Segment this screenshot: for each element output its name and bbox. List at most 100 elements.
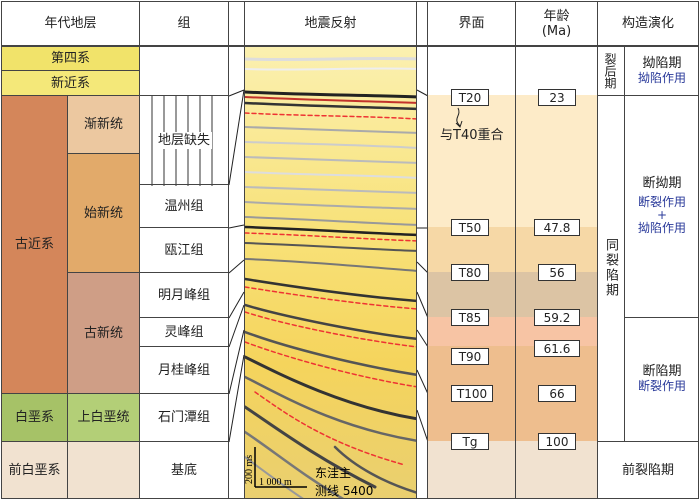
stage-syn-rift-label: 同裂陷期 [603,238,618,298]
horizon-tg-label: Tg [462,434,478,449]
age-t90-label: 61.6 [543,341,571,356]
header-group: 组 [139,1,229,46]
note-t40: 与T40重合 [440,128,504,143]
formation-wenzhou: 温州组 [139,184,229,228]
system-neogene: 新近系 [1,70,140,96]
header-age: 年龄 (Ma) [515,1,598,46]
system-quaternary: 第四系 [1,46,140,71]
stage-syn-rift: 同裂陷期 [597,95,625,442]
horizon-t90-label: T90 [458,349,482,364]
interface-band-basement [427,441,598,499]
formation-basement-label: 基底 [170,462,197,478]
header-seismic: 地震反射 [244,1,417,46]
system-pre-cretaceous-label: 前白垩系 [8,462,61,478]
series-oligocene-label: 渐新统 [83,117,123,132]
stage-sag-action-2: 拗陷作用 [637,221,686,235]
formation-wenzhou-label: 温州组 [164,198,204,214]
age-t50-label: 47.8 [543,220,571,235]
header-strat: 年代地层 [1,1,140,46]
formation-neogene-blank [139,46,229,96]
horizon-t20: T20 [451,89,489,106]
stage-fault-depression: 断陷期 断裂作用 [625,317,699,442]
connector-column-left [228,46,245,499]
age-t20-label: 23 [549,90,565,105]
series-paleocene: 古新统 [67,272,140,394]
system-paleogene: 古近系 [1,95,68,394]
horizon-t20-label: T20 [458,90,482,105]
formation-oujiang: 瓯江组 [139,227,229,273]
stage-plus: + [656,208,668,222]
age-tg: 100 [538,433,576,450]
stage-post-rift-label: 裂后期 [603,52,617,89]
formation-lingfeng-label: 灵峰组 [164,324,204,340]
header-gap [228,1,245,46]
series-upper-cretaceous-label: 上白垩统 [77,410,130,425]
system-neogene-label: 新近系 [50,75,90,91]
age-divider [515,46,516,499]
formation-missing-label: 地层缺失 [155,131,212,149]
series-oligocene: 渐新统 [67,95,140,154]
header-age-label: 年龄 (Ma) [541,8,572,39]
formation-yueguifeng: 月桂峰组 [139,346,229,394]
horizon-t80: T80 [451,264,489,281]
horizon-t90: T90 [451,348,489,365]
series-eocene: 始新统 [67,153,140,273]
stage-fault-depression-label: 断陷期 [642,364,682,379]
age-t100: 66 [538,385,576,402]
system-pre-cretaceous: 前白垩系 [1,441,68,499]
seismic-image: 200 ms 1 000 m 东洼主 测线 5400 [245,47,416,498]
stage-fault-sag-label: 断拗期 [642,176,682,191]
age-t100-label: 66 [549,386,565,401]
formation-shimentan: 石门潭组 [139,393,229,442]
stage-fault-sag: 断拗期 断裂作用 + 拗陷作用 [625,95,699,318]
series-upper-cretaceous: 上白垩统 [67,393,140,442]
horizon-t50-label: T50 [458,220,482,235]
scale-vertical: 200 ms [245,455,255,484]
formation-mingyuefeng: 明月峰组 [139,272,229,318]
header-strat-label: 年代地层 [44,16,97,31]
system-paleogene-label: 古近系 [14,237,54,252]
stage-fault-action: 断裂作用 [637,195,686,209]
series-paleocene-label: 古新统 [83,325,123,341]
formation-lingfeng: 灵峰组 [139,317,229,347]
age-t85: 59.2 [534,309,580,326]
scale-horizontal: 1 000 m [259,477,292,488]
header-seismic-label: 地震反射 [304,16,357,31]
age-t80: 56 [538,264,576,281]
age-tg-label: 100 [545,434,569,449]
formation-mingyuefeng-label: 明月峰组 [157,287,210,303]
stage-sag-action: 拗陷作用 [637,70,686,85]
horizon-t85-label: T85 [458,310,482,325]
formation-oujiang-label: 瓯江组 [164,242,204,258]
series-pre-cretaceous-blank [67,441,140,499]
age-t50: 47.8 [534,219,580,236]
horizon-t85: T85 [451,309,489,326]
system-cretaceous-label: 白垩系 [14,410,54,425]
horizon-tg: Tg [451,433,489,450]
interface-band-oligocene [427,95,598,228]
system-cretaceous: 白垩系 [1,393,68,442]
header-evolution-label: 构造演化 [621,16,674,31]
stage-sag: 拗陷期 拗陷作用 [625,46,699,96]
stage-pre-rift: 前裂陷期 [597,441,699,499]
horizon-t100: T100 [451,385,493,402]
horizon-t100-label: T100 [456,386,488,401]
age-t85-label: 59.2 [543,310,571,325]
formation-basement: 基底 [139,441,229,499]
series-eocene-label: 始新统 [83,205,123,221]
stage-pre-rift-label: 前裂陷期 [621,462,674,478]
formation-yueguifeng-label: 月桂峰组 [157,362,210,378]
seismic-section: 200 ms 1 000 m 东洼主 测线 5400 [244,46,417,499]
header-interface: 界面 [427,1,516,46]
header-group-label: 组 [177,16,191,31]
header-interface-label: 界面 [458,16,485,31]
line-label: 测线 5400 [315,484,373,498]
horizon-t80-label: T80 [458,265,482,280]
age-t80-label: 56 [549,265,565,280]
stage-fault-action-2: 断裂作用 [637,379,686,393]
system-quaternary-label: 第四系 [50,51,90,66]
stage-post-rift: 裂后期 [597,46,625,96]
header-evolution: 构造演化 [597,1,699,46]
age-t90: 61.6 [534,340,580,357]
horizon-t50: T50 [451,219,489,236]
